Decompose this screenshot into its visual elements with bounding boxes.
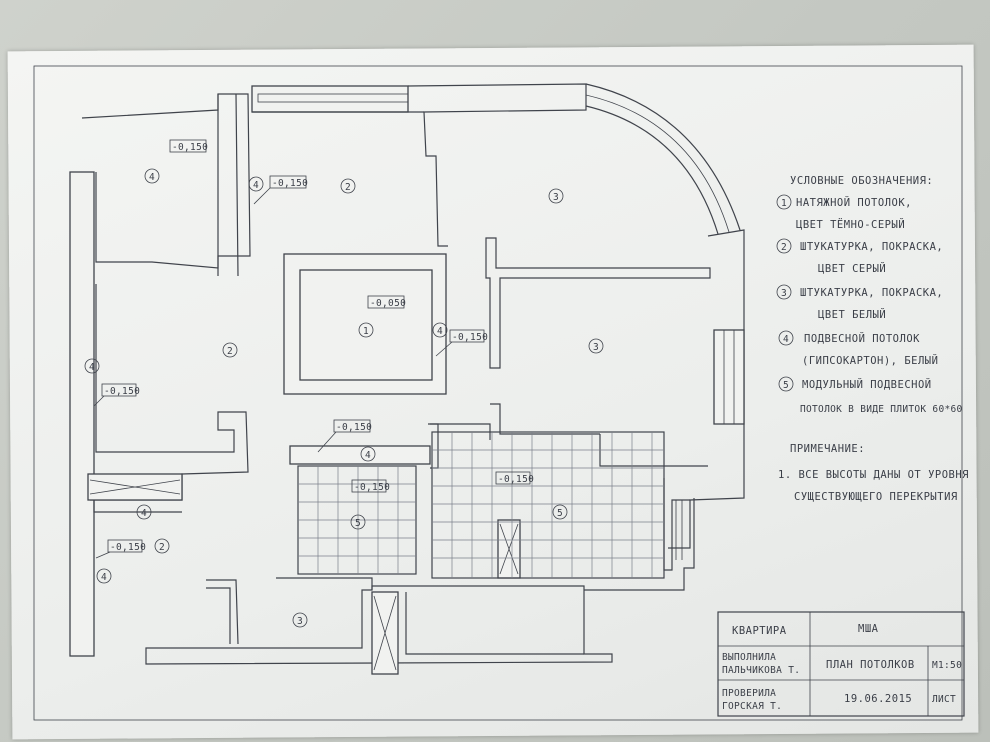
- walls: [69, 83, 745, 675]
- legend-item-line: ПОДВЕСНОЙ ПОТОЛОК: [804, 332, 920, 345]
- note: ПРИМЕЧАНИЕ: 1. ВСЕ ВЫСОТЫ ДАНЫ ОТ УРОВНЯ…: [778, 443, 969, 503]
- level-label: -0,150: [452, 332, 488, 343]
- legend-number: 3: [781, 288, 787, 299]
- legend-item-line: (ГИПСОКАРТОН), БЕЛЫЙ: [802, 354, 938, 367]
- title-block-scale: М1:50: [932, 660, 962, 671]
- zone-number: 5: [557, 508, 563, 519]
- zone-number: 4: [253, 180, 259, 191]
- title-block-code: МША: [858, 623, 879, 635]
- title-block-date: 19.06.2015: [844, 693, 912, 705]
- level-tag: [333, 419, 371, 433]
- title-block: КВАРТИРА МША ВЫПОЛНИЛА ПАЛЬЧИКОВА Т. ПЛА…: [717, 611, 965, 717]
- title-block-sheet: ЛИСТ: [932, 694, 956, 705]
- level-tag: [367, 295, 405, 309]
- zone-number: 4: [89, 362, 95, 373]
- drawing-frame: [33, 65, 963, 721]
- zone-number: 3: [553, 192, 559, 203]
- legend-title: УСЛОВНЫЕ ОБОЗНАЧЕНИЯ:: [790, 175, 933, 187]
- legend-number: 5: [783, 380, 789, 391]
- zone-number: 2: [159, 542, 165, 553]
- zone-number: 3: [297, 616, 303, 627]
- level-markers: -0,150 -0,150 -0,050 -0,150 -0,150 -0,15…: [93, 139, 534, 559]
- legend: УСЛОВНЫЕ ОБОЗНАЧЕНИЯ: 1 НАТЯЖНОЙ ПОТОЛОК…: [776, 175, 963, 415]
- level-tag: [269, 175, 307, 189]
- zone-markers: 4 4 2 3 1 4 2 3 4 4 5 5 4 2 4 3: [84, 168, 604, 628]
- zone-number: 3: [593, 342, 599, 353]
- zone-number: 4: [149, 172, 155, 183]
- level-label: -0,150: [104, 386, 140, 397]
- level-tag: [107, 539, 143, 553]
- zone-number: 5: [355, 518, 361, 529]
- note-line: СУЩЕСТВУЮЩЕГО ПЕРЕКРЫТИЯ: [794, 491, 958, 503]
- level-label: -0,050: [370, 298, 406, 309]
- legend-item-line: ШТУКАТУРКА, ПОКРАСКА,: [800, 287, 943, 299]
- zone-number: 4: [101, 572, 107, 583]
- level-tag: [351, 479, 387, 493]
- zone-number: 4: [365, 450, 371, 461]
- level-label: -0,150: [336, 422, 372, 433]
- title-block-checked-label: ПРОВЕРИЛА: [722, 688, 776, 699]
- zone-number: 4: [141, 508, 147, 519]
- note-line: 1. ВСЕ ВЫСОТЫ ДАНЫ ОТ УРОВНЯ: [778, 469, 969, 481]
- tile-grid-right: [431, 431, 665, 579]
- level-tag: [101, 383, 137, 397]
- level-tag: [169, 139, 207, 153]
- tile-grid-left: [297, 465, 417, 575]
- legend-number: 1: [781, 198, 787, 209]
- legend-item-line: ЦВЕТ СЕРЫЙ: [818, 262, 886, 275]
- level-label: -0,150: [498, 474, 534, 485]
- legend-item-line: НАТЯЖНОЙ ПОТОЛОК,: [796, 196, 912, 209]
- legend-item-line: ПОТОЛОК В ВИДЕ ПЛИТОК 60*60: [800, 404, 963, 415]
- legend-item-line: ШТУКАТУРКА, ПОКРАСКА,: [800, 241, 943, 253]
- title-block-checked-name: ГОРСКАЯ Т.: [722, 701, 782, 712]
- level-label: -0,150: [110, 542, 146, 553]
- level-label: -0,150: [272, 178, 308, 189]
- zone-number: 1: [363, 326, 369, 337]
- legend-number: 4: [783, 334, 789, 345]
- zone-number: 2: [227, 346, 233, 357]
- level-label: -0,150: [172, 142, 208, 153]
- note-title: ПРИМЕЧАНИЕ:: [790, 443, 865, 455]
- zone-number: 2: [345, 182, 351, 193]
- level-tag: [495, 471, 531, 485]
- title-block-apartment: КВАРТИРА: [732, 625, 787, 637]
- legend-number: 2: [781, 242, 787, 253]
- title-block-executed-label: ВЫПОЛНИЛА: [722, 652, 776, 663]
- level-label: -0,150: [354, 482, 390, 493]
- legend-item-line: МОДУЛЬНЫЙ ПОДВЕСНОЙ: [802, 378, 932, 391]
- title-block-sheet-title: ПЛАН ПОТОЛКОВ: [826, 659, 915, 671]
- level-tag: [449, 329, 485, 343]
- legend-item-line: ЦВЕТ БЕЛЫЙ: [818, 308, 886, 321]
- title-block-executed-name: ПАЛЬЧИКОВА Т.: [722, 665, 800, 676]
- zone-number: 4: [437, 326, 443, 337]
- legend-item-line: ЦВЕТ ТЁМНО-СЕРЫЙ: [796, 218, 905, 231]
